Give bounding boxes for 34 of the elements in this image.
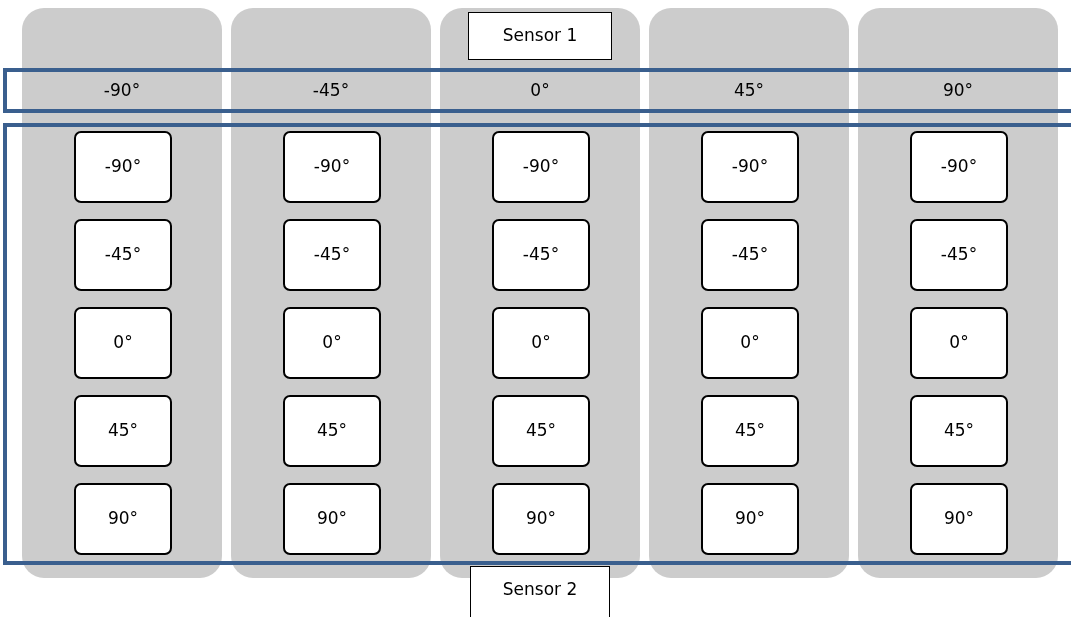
sensor-label: Sensor 1 [468, 12, 612, 60]
angle-box: 45° [283, 395, 381, 467]
angle-box: -90° [283, 131, 381, 203]
angle-box: 45° [910, 395, 1008, 467]
sensor-label: Sensor 2 [470, 566, 610, 617]
angle-box: 45° [701, 395, 799, 467]
angle-box: 90° [74, 483, 172, 555]
angle-box: 90° [283, 483, 381, 555]
angle-box: 45° [74, 395, 172, 467]
angle-box: -45° [283, 219, 381, 291]
angle-box: 0° [74, 307, 172, 379]
angle-box: 0° [910, 307, 1008, 379]
angle-box: -45° [74, 219, 172, 291]
angle-box: -45° [701, 219, 799, 291]
group-outline [3, 123, 1071, 565]
angle-label: 90° [942, 78, 974, 102]
angle-box: -45° [492, 219, 590, 291]
angle-box: -90° [492, 131, 590, 203]
angle-label: -90° [103, 78, 141, 102]
angle-box: 45° [492, 395, 590, 467]
angle-box: -90° [910, 131, 1008, 203]
angle-box: 90° [701, 483, 799, 555]
group-outline [3, 68, 1071, 113]
angle-box: -45° [910, 219, 1008, 291]
angle-box: 0° [283, 307, 381, 379]
angle-label: 0° [530, 78, 550, 102]
angle-label: 45° [733, 78, 765, 102]
angle-box: 0° [492, 307, 590, 379]
angle-box: 90° [910, 483, 1008, 555]
angle-box: -90° [701, 131, 799, 203]
angle-box: 0° [701, 307, 799, 379]
angle-label: -45° [312, 78, 350, 102]
angle-box: 90° [492, 483, 590, 555]
angle-box: -90° [74, 131, 172, 203]
